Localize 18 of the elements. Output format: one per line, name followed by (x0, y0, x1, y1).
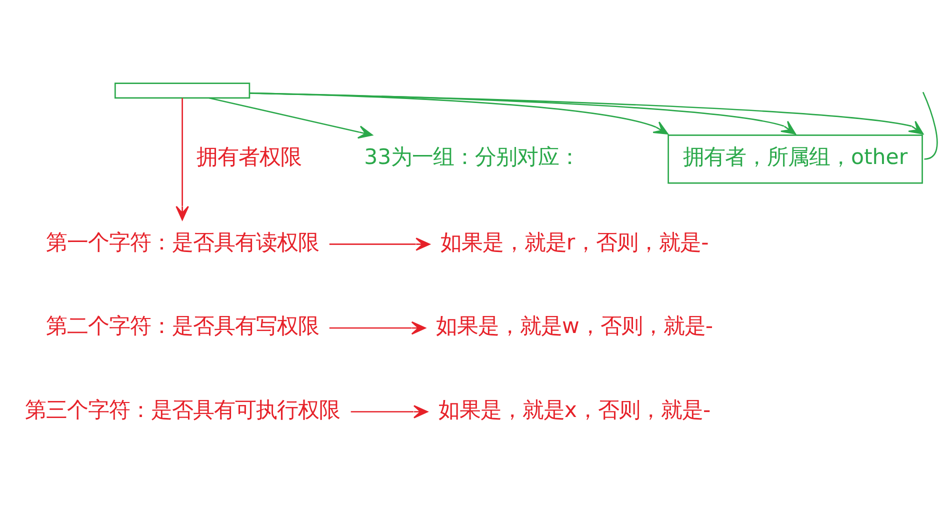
arrow (350, 405, 428, 418)
arrow (176, 98, 189, 220)
node-text: 第一个字符：是否具有读权限 (46, 230, 319, 256)
node-text: 如果是，就是x，否则，就是- (438, 398, 711, 423)
node-box: 拥有者，所属组，other (668, 134, 923, 184)
node-text: 如果是，就是w，否则，就是- (436, 314, 714, 340)
arrow (208, 97, 373, 139)
node-text: 33为一组：分别对应： (364, 145, 580, 170)
node-text: 如果是，就是r，否则，就是- (440, 230, 709, 256)
arrow (329, 238, 430, 251)
arrow (250, 92, 796, 134)
connector (922, 92, 938, 160)
node-text: 第三个字符：是否具有可执行权限 (24, 398, 340, 423)
node-text: 第二个字符：是否具有写权限 (46, 314, 319, 340)
arrow (250, 92, 924, 134)
arrow (329, 321, 426, 335)
edge-label: 拥有者权限 (196, 145, 302, 170)
node-box (114, 82, 250, 99)
